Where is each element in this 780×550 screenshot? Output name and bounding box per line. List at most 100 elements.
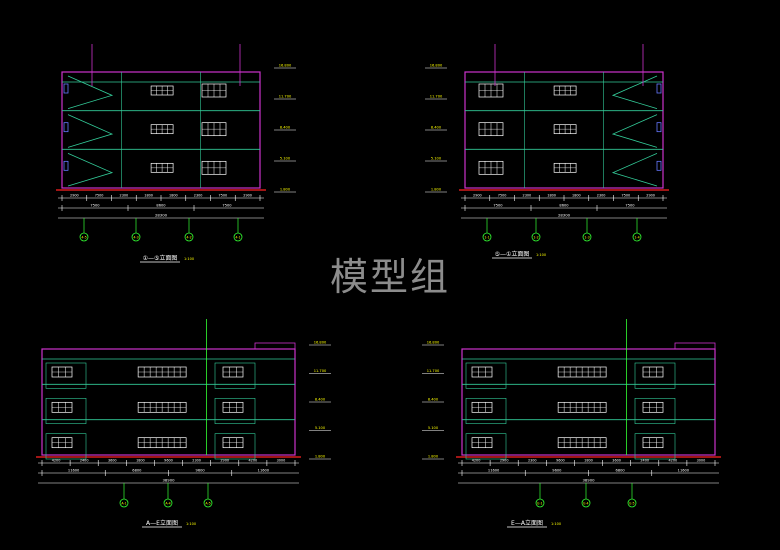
level-label: 16.800 [430, 64, 443, 68]
drawing-scale: 1:100 [551, 522, 561, 526]
dim-label: 2900 [646, 194, 655, 198]
dim-label: 1800 [169, 194, 178, 198]
bay-dim-label: 7500 [222, 204, 232, 208]
dim-label: 2900 [243, 194, 252, 198]
dim-label: 1800 [584, 459, 593, 463]
drawing-scale: 1:100 [186, 522, 196, 526]
drawing-title: ⑤—①立面图 [495, 250, 530, 258]
dim-label: 2900 [500, 459, 509, 463]
dim-label: 2300 [194, 194, 203, 198]
side-window [656, 160, 662, 171]
axis-bubble [482, 232, 492, 242]
side-window [63, 160, 69, 171]
stair-wedge [611, 114, 658, 148]
dim-label: 4200 [249, 459, 258, 463]
dim-label: 1800 [572, 194, 581, 198]
axis-bubble [119, 498, 129, 508]
side-window [63, 83, 69, 94]
axis-bubble [582, 232, 592, 242]
dim-label: 1800 [547, 194, 556, 198]
bay-dim-label: 6800 [132, 469, 142, 473]
side-window [656, 83, 662, 94]
bay-dim-label: 6800 [616, 469, 626, 473]
dim-label: 1800 [136, 459, 145, 463]
drawing-title: A—E立面图 [146, 519, 178, 527]
level-label: 5.100 [280, 157, 291, 161]
dim-label: 7500 [219, 194, 228, 198]
stair-wedge [611, 75, 658, 110]
axis-label: 4-5 [81, 235, 86, 239]
dim-label: 3000 [697, 459, 706, 463]
level-label: 11.700 [314, 369, 327, 373]
level-label: 5.100 [431, 157, 442, 161]
dim-label: 1800 [144, 194, 153, 198]
total-dim-label: 38900 [582, 478, 595, 483]
level-label: 11.700 [279, 95, 292, 99]
roof-step [254, 342, 296, 350]
bay-frame [45, 433, 87, 460]
dim-label: 2300 [192, 459, 201, 463]
level-label: 16.800 [314, 341, 327, 345]
bay-dim-label: 7500 [625, 204, 635, 208]
bay-frame [465, 433, 507, 460]
axis-bubble [79, 232, 89, 242]
dim-label: 2400 [80, 459, 89, 463]
stair-wedge [67, 75, 114, 110]
axis-bubble [163, 498, 173, 508]
bay-frame [634, 362, 676, 389]
bay-frame [45, 398, 87, 424]
bay-dim-label: 11600 [678, 469, 690, 473]
level-label: 8.400 [315, 398, 326, 402]
axis-bubble [203, 498, 213, 508]
axis-label: 4-2 [186, 235, 191, 239]
level-label: 16.800 [279, 64, 292, 68]
dim-label: 9600 [164, 459, 173, 463]
axis-bubble [632, 232, 642, 242]
axis-label: 4-1 [235, 235, 240, 239]
bay-dim-label: 11600 [488, 469, 500, 473]
dim-label: 4200 [472, 459, 481, 463]
dim-label: 2300 [528, 459, 537, 463]
bay-dim-label: 11600 [258, 469, 270, 473]
bay-frame [214, 433, 256, 460]
side-window [656, 122, 662, 133]
dim-label: 4200 [669, 459, 678, 463]
level-label: 1.800 [431, 188, 442, 192]
building-outline [461, 348, 716, 456]
stair-wedge [67, 114, 114, 148]
stair-wedge [611, 152, 658, 187]
dim-label: 2300 [120, 194, 129, 198]
total-dim-label: 28300 [155, 213, 168, 218]
dim-label: 2400 [640, 459, 649, 463]
level-label: 1.800 [315, 455, 326, 459]
building-outline [41, 348, 296, 456]
level-label: 16.800 [427, 341, 440, 345]
side-window [63, 122, 69, 133]
dim-label: 7500 [498, 194, 507, 198]
total-dim-label: 28300 [558, 213, 571, 218]
total-dim-label: 38900 [162, 478, 175, 483]
bay-dim-label: 8600 [559, 204, 569, 208]
building-outline [464, 71, 664, 189]
bay-dim-label: 7500 [90, 204, 100, 208]
bay-dim-label: 9600 [552, 469, 562, 473]
axis-label: A-1 [121, 501, 126, 505]
axis-label: A-5 [205, 501, 210, 505]
dim-label: 2900 [220, 459, 229, 463]
watermark-text: 模型组 [329, 255, 450, 299]
axis-bubble [233, 232, 243, 242]
level-label: 8.400 [431, 126, 442, 130]
drawing-scale: 1:100 [184, 257, 194, 261]
level-label: 8.400 [280, 126, 291, 130]
bay-dim-label: 9600 [196, 469, 206, 473]
dim-label: 4200 [52, 459, 61, 463]
axis-label: 1-1 [484, 235, 489, 239]
bay-frame [634, 398, 676, 424]
building-outline [61, 71, 261, 189]
axis-label: 4-3 [133, 235, 138, 239]
